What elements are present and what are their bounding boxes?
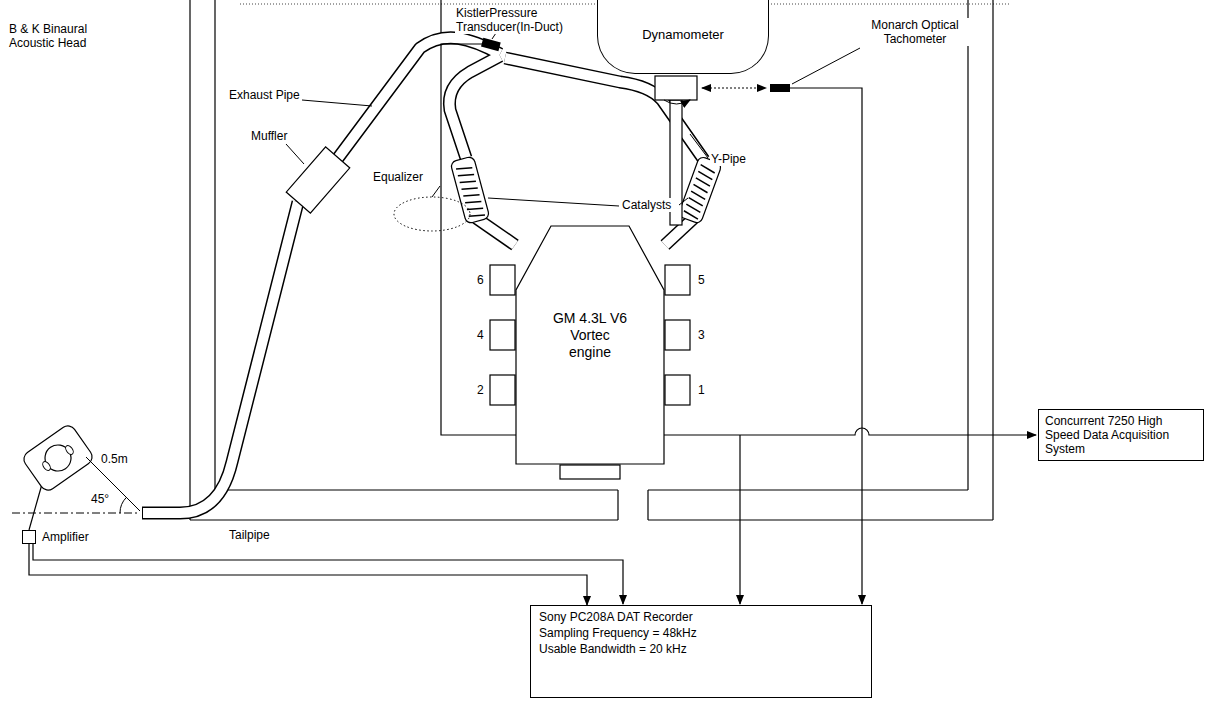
node-text: Usable Bandwidth = 20 kHz xyxy=(539,641,863,657)
catalyst-body xyxy=(450,156,490,224)
cylinder-number: 1 xyxy=(697,383,706,397)
part-label: KistlerPressure Transducer(In-Duct) xyxy=(455,6,585,34)
exhaust-pipes-inner xyxy=(143,38,704,513)
equalizer-marker xyxy=(394,197,470,231)
part-label: Y-Pipe xyxy=(710,152,747,166)
part-label: 0.5m xyxy=(100,452,129,466)
node-text: Concurrent 7250 High Speed Data Acquisit… xyxy=(1045,414,1197,456)
part-label: Tailpipe xyxy=(228,528,271,542)
muffler-body xyxy=(286,147,350,213)
part-label: Equalizer xyxy=(372,170,424,184)
node-text: GM 4.3L V6 Vortec engine xyxy=(550,310,630,361)
exhaust-pipes xyxy=(142,38,704,513)
cylinder-number: 3 xyxy=(697,328,706,342)
node-text: Sony PC208A DAT Recorder xyxy=(539,609,863,625)
cylinder-number: 2 xyxy=(476,383,485,397)
signal-cable xyxy=(29,544,587,605)
part-label: 45° xyxy=(90,492,110,506)
cylinder-number: 4 xyxy=(476,328,485,342)
cylinder-number: 6 xyxy=(476,273,485,287)
leader-lines xyxy=(286,30,860,206)
node-text: Dynamometer xyxy=(598,28,768,42)
amplifier-box: Amplifier xyxy=(22,530,36,544)
cylinder-number: 5 xyxy=(697,273,706,287)
test-cell-walls xyxy=(190,0,993,520)
shaft-coupling xyxy=(655,76,697,100)
part-label: B & K Binaural Acoustic Head xyxy=(8,22,122,50)
angle-arc xyxy=(120,497,126,513)
part-label: Monarch Optical Tachometer xyxy=(858,18,972,46)
dynamometer-box: Dynamometer xyxy=(597,0,769,74)
rotation-arrow xyxy=(664,100,690,104)
part-label: Muffler xyxy=(250,129,288,143)
recorder-box: Sony PC208A DAT RecorderSampling Frequen… xyxy=(530,605,872,698)
node-text: Amplifier xyxy=(42,530,89,544)
optical-beam xyxy=(702,88,766,89)
binaural-head xyxy=(21,423,95,493)
part-label: Catalysts xyxy=(621,198,672,212)
pressure-transducer xyxy=(481,38,501,51)
centerline xyxy=(12,513,140,514)
signal-wires xyxy=(29,44,1036,604)
catalyst-body xyxy=(678,156,722,224)
part-label: Exhaust Pipe xyxy=(228,88,301,102)
acquisition-box: Concurrent 7250 High Speed Data Acquisit… xyxy=(1038,409,1204,461)
node-text: Sampling Frequency = 48kHz xyxy=(539,625,863,641)
tachometer-sensor xyxy=(770,84,790,92)
engine-block: GM 4.3L V6 Vortec engine xyxy=(515,225,665,465)
engine-flange xyxy=(560,465,620,479)
